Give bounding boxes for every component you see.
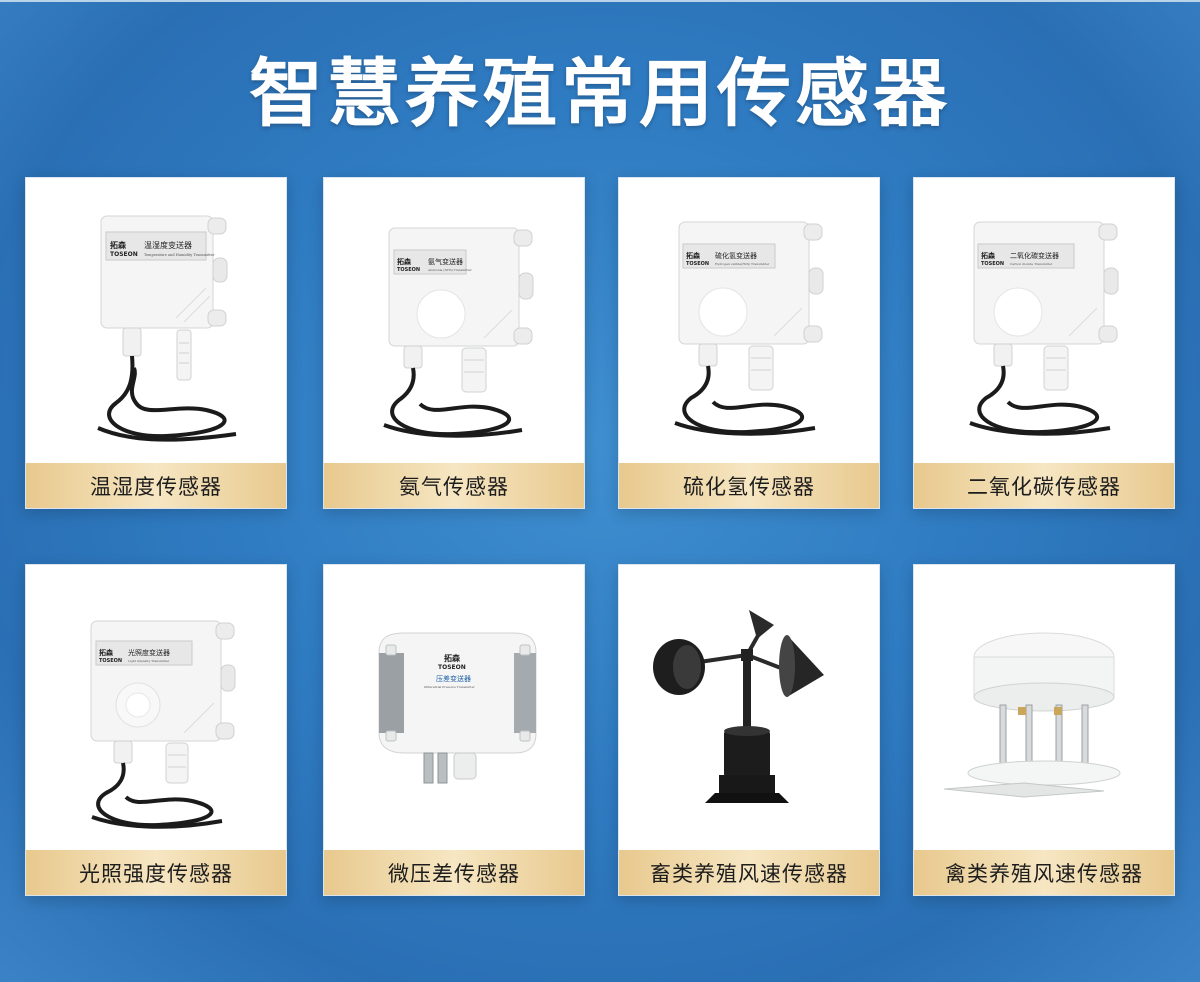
svg-text:光照度变送器: 光照度变送器 [128, 648, 170, 657]
product-card-temp-humidity[interactable]: 拓森 TOSEON 温湿度变送器 Temperature and Humidit… [25, 177, 287, 509]
product-label: 氨气传感器 [324, 463, 584, 508]
ultrasonic-anemometer-image [914, 565, 1174, 852]
svg-text:TOSEON: TOSEON [110, 251, 138, 258]
light-sensor-image: 拓森 TOSEON 光照度变送器 Light intensity Transmi… [26, 565, 286, 852]
svg-text:TOSEON: TOSEON [397, 267, 420, 273]
product-card-livestock-wind[interactable]: 畜类养殖风速传感器 [618, 564, 880, 896]
product-label: 禽类养殖风速传感器 [914, 850, 1174, 895]
product-card-h2s[interactable]: 拓森 TOSEON 硫化氢变送器 Hydrogen sulfide(H2S) T… [618, 177, 880, 509]
product-label: 硫化氢传感器 [619, 463, 879, 508]
product-card-light[interactable]: 拓森 TOSEON 光照度变送器 Light intensity Transmi… [25, 564, 287, 896]
svg-text:Carbon dioxide Transmitter: Carbon dioxide Transmitter [1010, 262, 1053, 266]
svg-text:拓森: 拓森 [686, 251, 701, 260]
product-card-poultry-wind[interactable]: 禽类养殖风速传感器 [913, 564, 1175, 896]
co2-sensor-image: 拓森 TOSEON 二氧化碳变送器 Carbon dioxide Transmi… [914, 178, 1174, 465]
product-label: 微压差传感器 [324, 850, 584, 895]
svg-text:TOSEON: TOSEON [686, 261, 709, 267]
svg-text:氨气变送器: 氨气变送器 [428, 257, 463, 266]
svg-text:TOSEON: TOSEON [438, 664, 466, 671]
product-label: 光照强度传感器 [26, 850, 286, 895]
svg-text:TOSEON: TOSEON [99, 658, 122, 664]
svg-text:拓森: 拓森 [981, 251, 996, 260]
svg-text:拓森: 拓森 [397, 257, 412, 266]
svg-text:拓森: 拓森 [110, 240, 127, 250]
svg-text:二氧化碳变送器: 二氧化碳变送器 [1010, 251, 1059, 260]
svg-text:TOSEON: TOSEON [981, 261, 1004, 267]
product-card-co2[interactable]: 拓森 TOSEON 二氧化碳变送器 Carbon dioxide Transmi… [913, 177, 1175, 509]
svg-text:Hydrogen sulfide(H2S) Transmit: Hydrogen sulfide(H2S) Transmitter [715, 262, 770, 266]
svg-text:压差变送器: 压差变送器 [436, 674, 471, 683]
product-label: 畜类养殖风速传感器 [619, 850, 879, 895]
svg-text:拓森: 拓森 [99, 648, 114, 657]
ammonia-sensor-image: 拓森 TOSEON 氨气变送器 Ammonia (NH3) Transmitte… [324, 178, 584, 465]
diff-pressure-sensor-image: 拓森 TOSEON 压差变送器 Differential Pressure Tr… [324, 565, 584, 852]
page-title: 智慧养殖常用传感器 [249, 51, 951, 137]
svg-text:Differential Pressure Transmit: Differential Pressure Transmitter [424, 685, 475, 689]
cup-anemometer-image [619, 565, 879, 852]
product-label: 二氧化碳传感器 [914, 463, 1174, 508]
svg-text:Ammonia (NH3) Transmitter: Ammonia (NH3) Transmitter [427, 268, 472, 272]
temp-humidity-sensor-image: 拓森 TOSEON 温湿度变送器 Temperature and Humidit… [26, 178, 286, 465]
top-edge-line [0, 0, 1200, 2]
svg-text:拓森: 拓森 [444, 653, 461, 663]
svg-text:硫化氢变送器: 硫化氢变送器 [715, 251, 757, 260]
svg-text:Light intensity Transmitter: Light intensity Transmitter [128, 659, 170, 663]
svg-text:温湿度变送器: 温湿度变送器 [144, 240, 192, 250]
h2s-sensor-image: 拓森 TOSEON 硫化氢变送器 Hydrogen sulfide(H2S) T… [619, 178, 879, 465]
product-card-ammonia[interactable]: 拓森 TOSEON 氨气变送器 Ammonia (NH3) Transmitte… [323, 177, 585, 509]
product-card-diff-pressure[interactable]: 拓森 TOSEON 压差变送器 Differential Pressure Tr… [323, 564, 585, 896]
product-label: 温湿度传感器 [26, 463, 286, 508]
svg-text:Temperature and Humidity Trans: Temperature and Humidity Transmitter [144, 253, 215, 257]
